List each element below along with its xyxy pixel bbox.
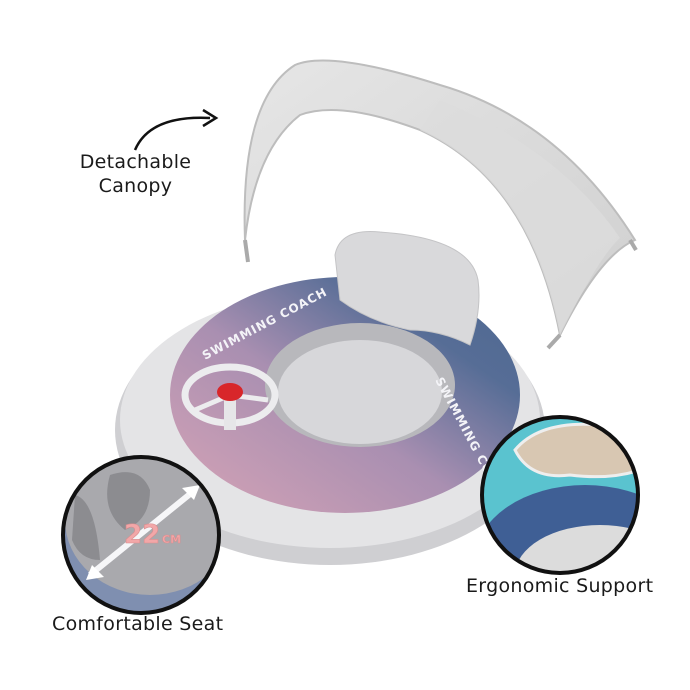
pointer-arrow xyxy=(133,116,211,151)
float-ring: SWIMMING COACH SWIMMING COACH xyxy=(170,277,520,513)
canopy-label-line2: Canopy xyxy=(98,175,173,197)
backrest xyxy=(334,230,480,346)
seat-size-value: 22 xyxy=(124,520,160,550)
support-detail-inset xyxy=(480,415,640,575)
canopy-label-line1: Detachable xyxy=(79,151,192,173)
support-label: Ergonomic Support xyxy=(466,575,654,597)
seat-label: Comfortable Seat xyxy=(52,613,224,635)
steering-wheel-toy xyxy=(181,363,279,430)
canopy-label: Detachable Canopy xyxy=(78,150,193,198)
seat-size-unit: CM xyxy=(162,533,181,546)
seat-detail-inset: 22 CM xyxy=(61,455,221,615)
horn-button xyxy=(217,383,243,401)
canopy xyxy=(243,59,638,350)
